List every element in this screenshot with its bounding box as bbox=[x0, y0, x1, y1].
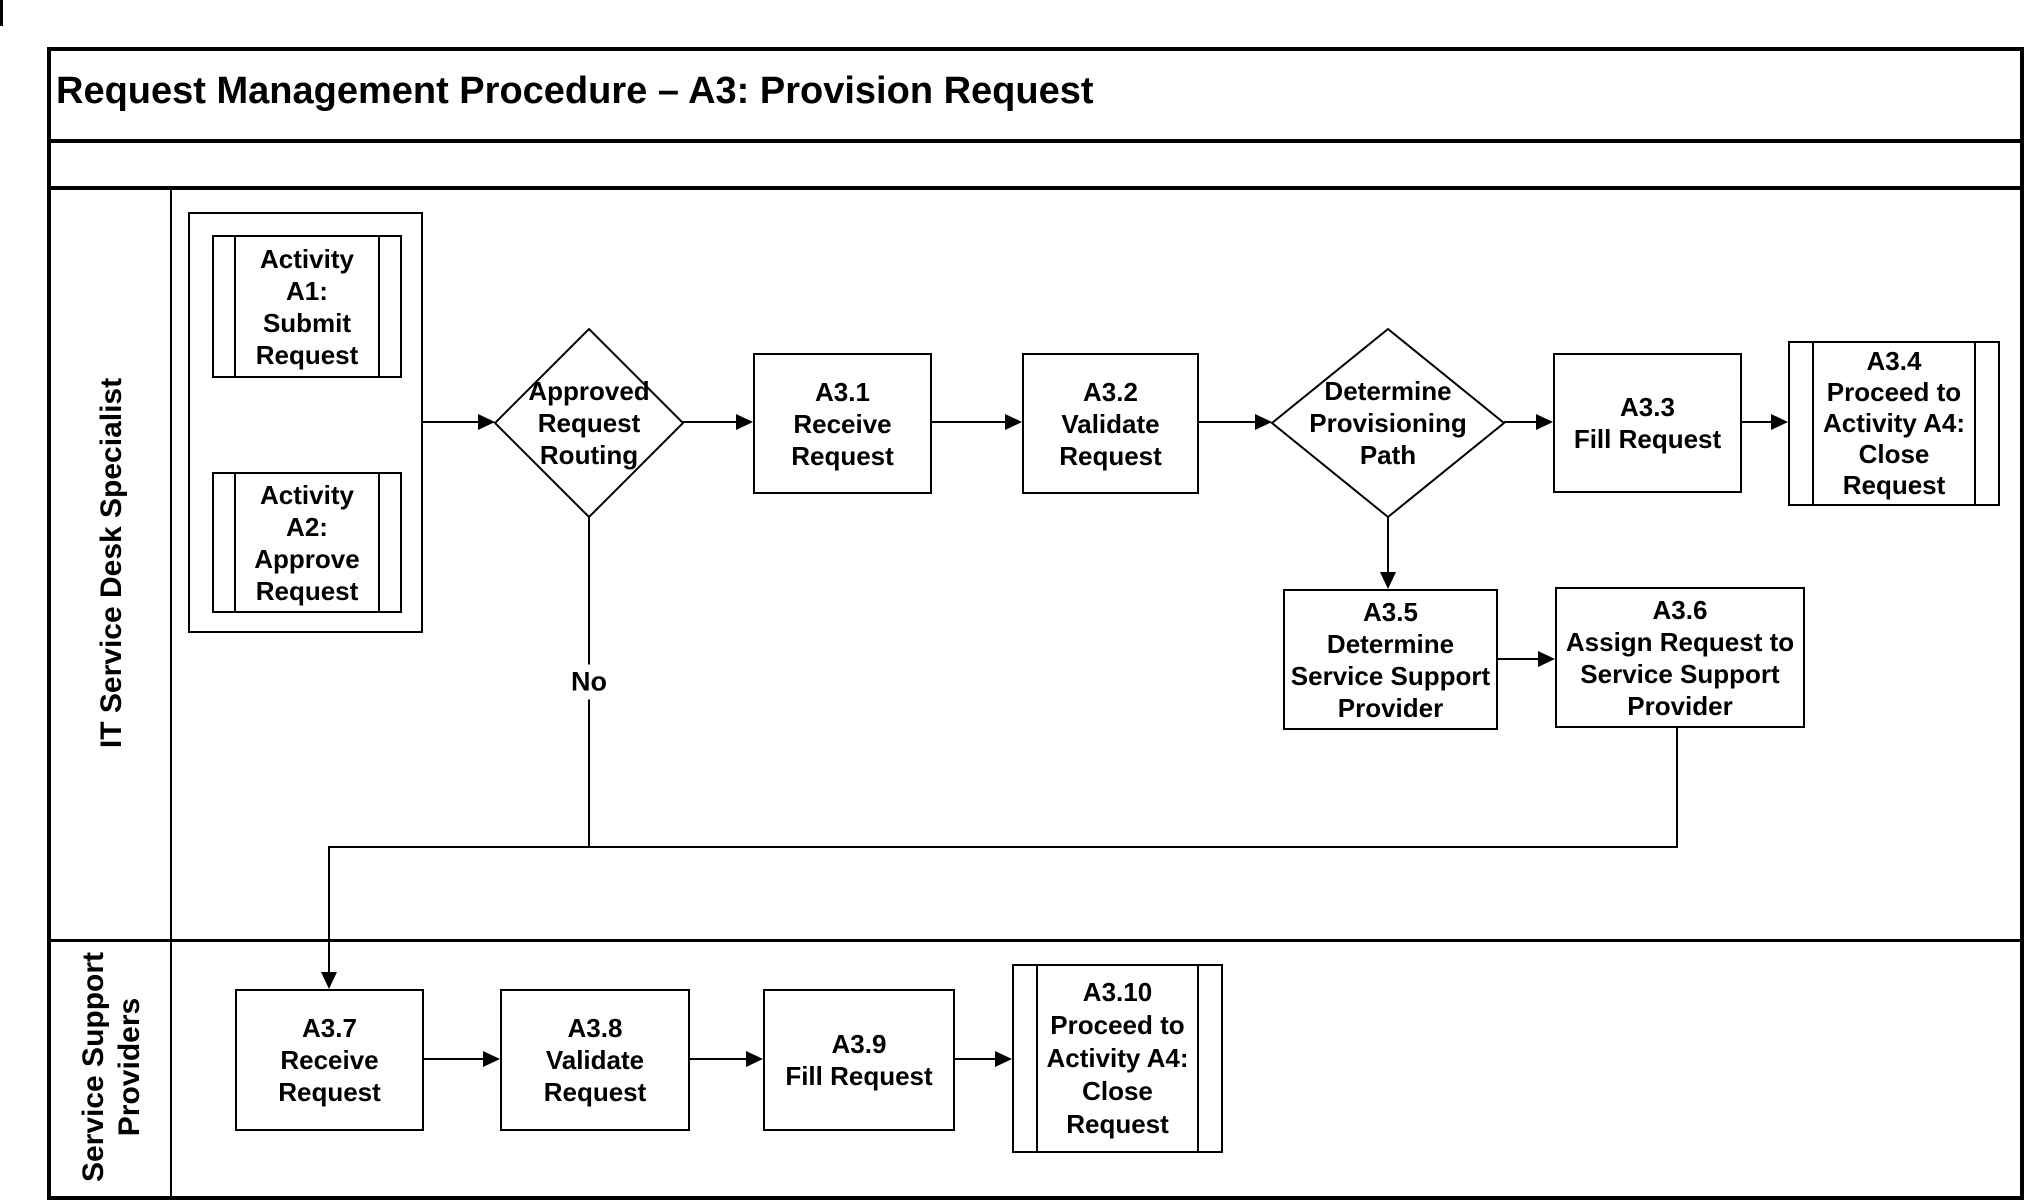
node-a3-7-receive-request: A3.7 Receive Request bbox=[235, 989, 424, 1131]
arrowhead-icon bbox=[1771, 414, 1788, 430]
predefined-process-bar bbox=[1197, 966, 1199, 1151]
arrowhead-icon bbox=[478, 414, 495, 430]
connector bbox=[423, 421, 479, 423]
node-a3-10-proceed-to-activity-a4: A3.10 Proceed to Activity A4: Close Requ… bbox=[1012, 964, 1223, 1153]
decision-approved-request-routing: Approved Request Routing bbox=[493, 327, 685, 519]
lane-label-service-support-providers: Service Support Providers bbox=[77, 951, 146, 1183]
page-title: Request Management Procedure – A3: Provi… bbox=[56, 70, 1094, 112]
node-a3-6-assign-request-to-service-support-provider: A3.6 Assign Request to Service Support P… bbox=[1555, 587, 1805, 728]
connector bbox=[328, 846, 1678, 848]
arrowhead-icon bbox=[1538, 651, 1555, 667]
node-label: A3.3 Fill Request bbox=[1573, 392, 1722, 454]
node-label: A3.8 Validate Request bbox=[543, 1013, 647, 1107]
frame-top-border bbox=[47, 47, 2024, 51]
node-label: A3.2 Validate Request bbox=[1059, 376, 1162, 471]
predefined-process-bar bbox=[1974, 343, 1976, 504]
node-label: Determine Provisioning Path bbox=[1309, 376, 1467, 470]
connector bbox=[690, 1058, 748, 1060]
lane-divider bbox=[47, 939, 2024, 942]
predefined-process-bar bbox=[1036, 966, 1038, 1151]
arrowhead-icon bbox=[736, 414, 753, 430]
arrowhead-icon bbox=[1255, 414, 1272, 430]
node-label: Activity A1: Submit Request bbox=[255, 243, 359, 370]
predefined-process-bar bbox=[378, 237, 380, 376]
decision-determine-provisioning-path: Determine Provisioning Path bbox=[1270, 327, 1506, 519]
frame-bottom-border bbox=[47, 1196, 2024, 1200]
connector bbox=[1742, 421, 1773, 423]
connector bbox=[683, 421, 737, 423]
frame-left-border bbox=[47, 47, 51, 1200]
title-row-divider bbox=[47, 139, 2024, 143]
frame-right-border bbox=[2020, 47, 2024, 1200]
node-label: Activity A2: Approve Request bbox=[254, 479, 360, 606]
connector bbox=[955, 1058, 997, 1060]
connector bbox=[424, 1058, 486, 1060]
arrowhead-icon bbox=[483, 1051, 500, 1067]
predefined-process-bar bbox=[234, 474, 236, 611]
node-activity-a2-approve-request: Activity A2: Approve Request bbox=[212, 472, 402, 613]
arrowhead-icon bbox=[995, 1051, 1012, 1067]
edge-label-no: No bbox=[567, 664, 611, 700]
node-a3-1-receive-request: A3.1 Receive Request bbox=[753, 353, 932, 494]
connector bbox=[1676, 728, 1678, 848]
predefined-process-bar bbox=[1812, 343, 1814, 504]
node-label: A3.9 Fill Request bbox=[785, 1029, 933, 1091]
node-a3-9-fill-request: A3.9 Fill Request bbox=[763, 989, 955, 1131]
node-a3-3-fill-request: A3.3 Fill Request bbox=[1553, 353, 1742, 493]
lane-label-column-divider bbox=[170, 186, 172, 1196]
arrowhead-icon bbox=[321, 972, 337, 989]
connector bbox=[1504, 421, 1538, 423]
node-label: A3.10 Proceed to Activity A4: Close Requ… bbox=[1046, 977, 1189, 1139]
node-a3-2-validate-request: A3.2 Validate Request bbox=[1022, 353, 1199, 494]
node-label: Approved Request Routing bbox=[528, 376, 650, 470]
arrowhead-icon bbox=[1380, 572, 1396, 589]
header-strip-divider bbox=[47, 186, 2024, 190]
node-a3-5-determine-service-support-provider: A3.5 Determine Service Support Provider bbox=[1283, 589, 1498, 730]
predefined-process-bar bbox=[234, 237, 236, 376]
arrowhead-icon bbox=[1536, 414, 1553, 430]
node-label: A3.1 Receive Request bbox=[791, 376, 894, 471]
connector bbox=[1387, 517, 1389, 573]
lane-label-it-service-desk-specialist: IT Service Desk Specialist bbox=[95, 377, 128, 749]
arrowhead-icon bbox=[1005, 414, 1022, 430]
node-a3-4-proceed-to-activity-a4: A3.4 Proceed to Activity A4: Close Reque… bbox=[1788, 341, 2000, 506]
connector bbox=[1498, 658, 1539, 660]
connector bbox=[328, 846, 330, 973]
node-label: A3.7 Receive Request bbox=[278, 1013, 381, 1107]
page-edge-artifact bbox=[0, 0, 3, 26]
connector bbox=[1199, 421, 1256, 423]
predefined-process-bar bbox=[378, 474, 380, 611]
node-label: A3.6 Assign Request to Service Support P… bbox=[1565, 594, 1795, 721]
node-a3-8-validate-request: A3.8 Validate Request bbox=[500, 989, 690, 1131]
node-label: A3.4 Proceed to Activity A4: Close Reque… bbox=[1822, 346, 1966, 500]
arrowhead-icon bbox=[746, 1051, 763, 1067]
connector bbox=[932, 421, 1006, 423]
node-label: A3.5 Determine Service Support Provider bbox=[1290, 596, 1491, 723]
node-activity-a1-submit-request: Activity A1: Submit Request bbox=[212, 235, 402, 378]
